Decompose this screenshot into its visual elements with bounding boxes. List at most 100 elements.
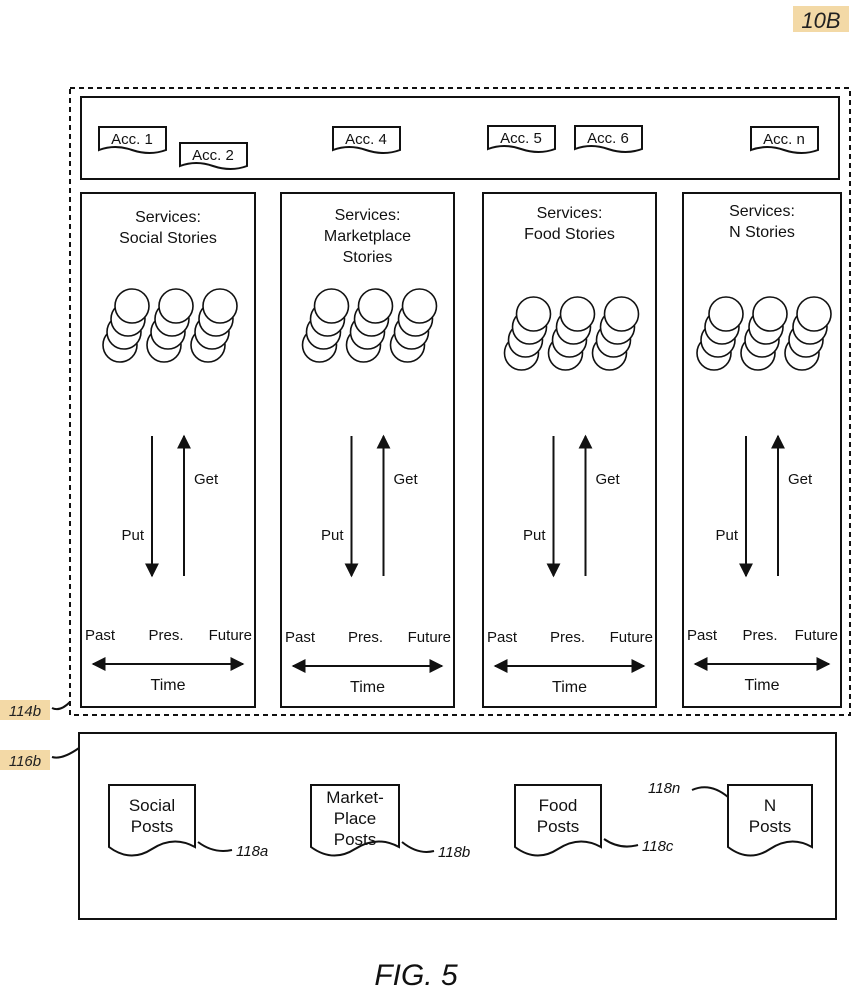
account-card: Acc. 1: [98, 126, 167, 154]
post-document-shape: [108, 784, 196, 857]
account-card: Acc. n: [750, 126, 819, 154]
services-dashed-box: [69, 87, 851, 716]
story-token: [313, 288, 350, 324]
service-title-line: N Stories: [729, 224, 795, 241]
timeline-past: Past: [85, 627, 116, 644]
timeline-past: Past: [285, 629, 316, 646]
service-title-line: Services:: [335, 207, 401, 224]
post-label-line: Place: [334, 809, 377, 828]
account-label: Acc. 5: [500, 130, 542, 147]
time-axis-label: Time: [350, 679, 385, 696]
service-title-line: Stories: [343, 249, 393, 266]
story-token: [202, 288, 238, 324]
timeline-future: Future: [610, 629, 653, 646]
ref-114b-label: 114b: [9, 703, 41, 720]
post-label-line: Posts: [749, 817, 792, 836]
ref-118n-label: 118n: [648, 780, 680, 797]
post-label-line: Social: [129, 796, 175, 815]
account-label: Acc. 2: [192, 147, 234, 164]
ref-116b-highlight: [0, 750, 50, 770]
service-column-frame: [482, 192, 657, 708]
account-label: Acc. 1: [111, 131, 153, 148]
get-label: Get: [596, 471, 621, 488]
account-label: Acc. 6: [587, 130, 629, 147]
put-label: Put: [523, 527, 546, 544]
story-token: [603, 296, 640, 332]
story-token: [158, 288, 194, 324]
figure-id-label: 10B: [801, 8, 840, 33]
ref-118c-leader: [603, 838, 639, 848]
put-label: Put: [121, 527, 144, 544]
put-label: Put: [715, 527, 738, 544]
service-title-line: Marketplace: [324, 228, 411, 245]
get-label: Get: [194, 471, 219, 488]
account-label: Acc. 4: [345, 131, 387, 148]
timeline-present: Pres.: [348, 629, 383, 646]
service-title-line: Food Stories: [524, 226, 615, 243]
timeline-future: Future: [209, 627, 252, 644]
service-title-line: Services:: [135, 209, 201, 226]
story-token: [559, 296, 596, 332]
post-label-line: Posts: [131, 817, 174, 836]
post-document: N Posts: [727, 784, 813, 857]
timeline-present: Pres.: [742, 627, 777, 644]
account-card: Acc. 2: [179, 142, 248, 170]
account-card: Acc. 5: [487, 125, 556, 153]
story-token: [752, 296, 788, 332]
service-title-line: Services:: [537, 205, 603, 222]
timeline-past: Past: [687, 627, 718, 644]
get-label: Get: [788, 471, 813, 488]
account-card: Acc. 4: [332, 126, 401, 154]
service-title-line: Social Stories: [119, 230, 217, 247]
accounts-bar: [80, 96, 840, 180]
post-document-shape: [727, 784, 813, 857]
timeline-past: Past: [487, 629, 518, 646]
story-token: [515, 296, 552, 332]
service-column-frame: [682, 192, 842, 708]
story-token: [401, 288, 438, 324]
service-column-frame: [280, 192, 455, 708]
get-label: Get: [394, 471, 419, 488]
time-axis-label: Time: [745, 677, 780, 694]
ref-114b-leader: [51, 701, 71, 711]
time-axis-label: Time: [552, 679, 587, 696]
put-label: Put: [321, 527, 344, 544]
story-token: [796, 296, 832, 332]
account-label: Acc. n: [763, 131, 805, 148]
service-title-line: Services:: [729, 203, 795, 220]
ref-118b-label: 118b: [438, 844, 470, 861]
ref-116b-label: 116b: [9, 753, 41, 770]
service-column-frame: [80, 192, 256, 708]
post-document-shape: [310, 784, 400, 857]
post-label-line: Posts: [334, 830, 377, 849]
post-label-line: N: [764, 796, 776, 815]
time-axis-label: Time: [151, 677, 186, 694]
timeline-future: Future: [408, 629, 451, 646]
ref-118a-leader: [197, 841, 233, 852]
story-token: [357, 288, 394, 324]
ref-118n-leader: [691, 786, 729, 798]
ref-118c-label: 118c: [642, 838, 674, 855]
timeline-present: Pres.: [148, 627, 183, 644]
ref-116b-leader: [51, 747, 80, 759]
posts-box: [78, 732, 837, 920]
post-label-line: Food: [539, 796, 578, 815]
figure-caption: FIG. 5: [374, 959, 458, 992]
post-label-line: Market-: [326, 788, 384, 807]
ref-118a-label: 118a: [236, 843, 268, 860]
post-document-shape: [514, 784, 602, 857]
timeline-future: Future: [795, 627, 838, 644]
story-token: [708, 296, 744, 332]
post-label-line: Posts: [537, 817, 580, 836]
ref-114b-highlight: [0, 700, 50, 720]
story-token: [114, 288, 150, 324]
timeline-present: Pres.: [550, 629, 585, 646]
figure-id-highlight: [793, 6, 849, 32]
